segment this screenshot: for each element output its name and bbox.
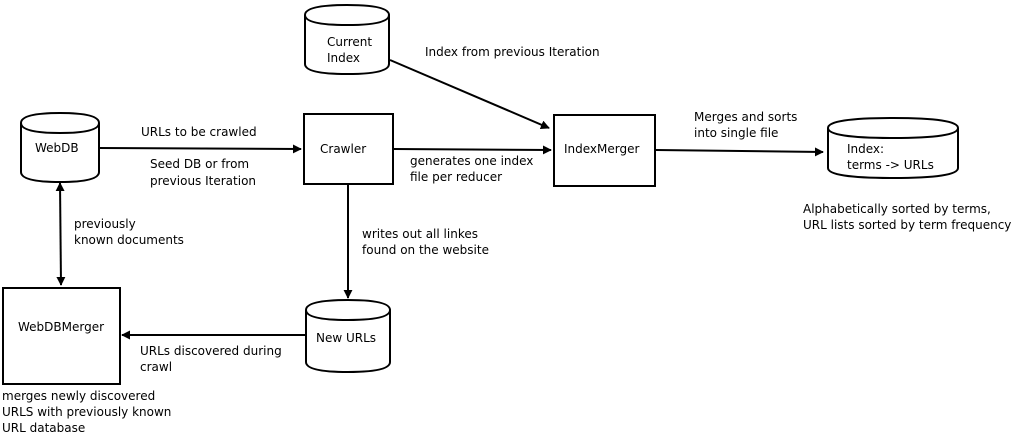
label-merges-sorts-1: Merges and sorts xyxy=(694,110,797,124)
edge-webdb-to-crawler xyxy=(97,144,302,154)
webdbmerger-label: WebDBMerger xyxy=(18,320,104,334)
label-index-prev: Index from previous Iteration xyxy=(425,45,600,59)
label-urls-discovered-2: crawl xyxy=(140,360,172,374)
label-urls-discovered-1: URLs discovered during xyxy=(140,344,282,358)
current-index-cylinder: Current Index xyxy=(304,3,390,76)
index-label-2: terms -> URLs xyxy=(847,158,934,172)
edge-currentindex-to-indexmerger xyxy=(389,59,550,129)
indexmerger-label: IndexMerger xyxy=(564,142,639,156)
label-seed-db-1: Seed DB or from xyxy=(150,157,249,171)
label-merges-sorts-2: into single file xyxy=(694,126,778,140)
label-seed-db-2: previous Iteration xyxy=(150,174,256,188)
label-gen-index-1: generates one index xyxy=(410,154,533,168)
label-merges-new-1: merges newly discovered xyxy=(2,389,155,403)
current-index-label-2: Index xyxy=(327,51,360,65)
webdb-cylinder: WebDB xyxy=(20,111,100,184)
crawler-label: Crawler xyxy=(320,142,366,156)
index-label-1: Index: xyxy=(847,142,884,156)
label-alpha-sorted-2: URL lists sorted by term frequency xyxy=(803,218,1011,232)
new-urls-label: New URLs xyxy=(316,331,376,345)
webdbmerger-box: WebDBMerger xyxy=(2,287,121,385)
label-writes-out-2: found on the website xyxy=(362,243,489,257)
indexmerger-box: IndexMerger xyxy=(553,114,656,187)
label-merges-new-2: URLS with previously known xyxy=(2,405,171,419)
index-cylinder: Index: terms -> URLs xyxy=(827,116,959,180)
edge-crawler-to-indexmerger xyxy=(393,145,552,155)
label-urls-crawled: URLs to be crawled xyxy=(141,125,257,139)
webdb-label: WebDB xyxy=(35,141,79,155)
label-prev-known-1: previously xyxy=(74,217,136,231)
label-merges-new-3: URL database xyxy=(2,421,85,435)
label-gen-index-2: file per reducer xyxy=(410,170,502,184)
label-prev-known-2: known documents xyxy=(74,233,184,247)
edge-webdb-webdbmerger xyxy=(55,182,66,286)
edge-indexmerger-to-index xyxy=(655,147,824,157)
label-writes-out-1: writes out all linkes xyxy=(362,227,478,241)
label-alpha-sorted-1: Alphabetically sorted by terms, xyxy=(803,202,991,216)
crawler-box: Crawler xyxy=(303,113,394,185)
new-urls-cylinder: New URLs xyxy=(305,298,391,374)
current-index-label-1: Current xyxy=(327,35,372,49)
